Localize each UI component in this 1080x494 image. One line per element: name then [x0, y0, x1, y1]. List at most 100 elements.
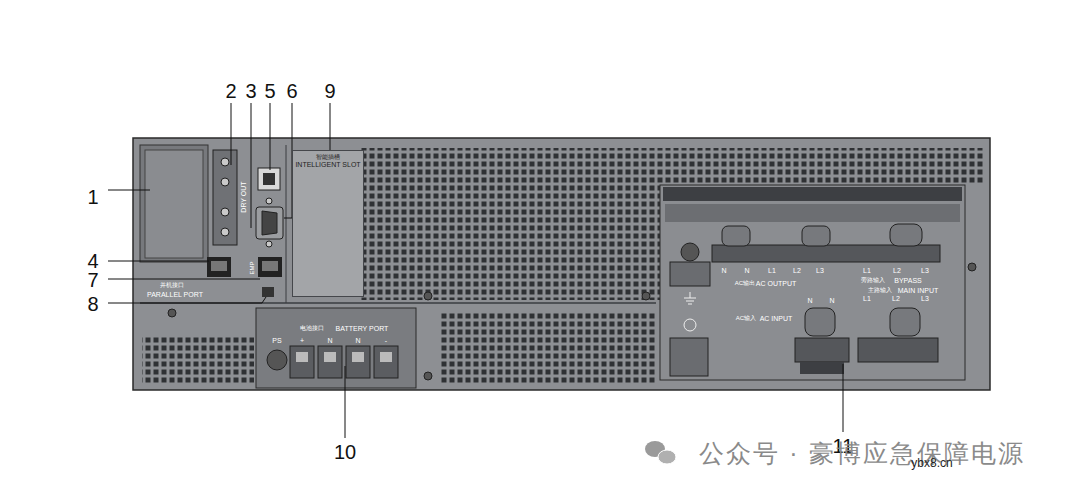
- panel-label: AC输入: [736, 315, 756, 321]
- leader-line: [108, 279, 260, 280]
- battery-terminal: [374, 346, 398, 378]
- leader-line: [270, 103, 271, 170]
- terminal-screw: [221, 178, 229, 186]
- chassis-screw: [424, 292, 432, 300]
- db9-screw: [266, 241, 272, 247]
- terminal-label: L2: [892, 295, 900, 302]
- divider-line: [286, 145, 287, 303]
- terminal-screw: [352, 352, 364, 362]
- ground-terminal: [681, 243, 699, 261]
- ac-panel-plate: [665, 204, 960, 222]
- callout-number: 3: [245, 81, 256, 101]
- panel-label: AC OUTPUT: [756, 280, 796, 287]
- terminal-label: L2: [793, 267, 801, 274]
- port-label: PARALLEL PORT: [147, 291, 203, 298]
- port-label: 并机接口: [160, 282, 184, 288]
- terminal-label: N: [807, 297, 812, 304]
- vent-grid: [142, 335, 254, 385]
- cable-gland: [670, 338, 708, 376]
- ac-panel-bar: [663, 187, 962, 201]
- port-label: DRY OUT: [240, 181, 247, 212]
- terminal-label: PS: [272, 337, 281, 344]
- callout-number: 8: [87, 294, 98, 314]
- callout-number: 1: [87, 187, 98, 207]
- chassis-screw: [424, 372, 432, 380]
- leader-line: [251, 103, 252, 228]
- emp-port: [262, 261, 278, 271]
- slot-cover: 智能插槽INTELLIGENT SLOT: [292, 150, 364, 297]
- small-port: [262, 287, 274, 297]
- cable-gland: [267, 350, 287, 370]
- chassis: [133, 138, 990, 390]
- terminal-label: L3: [921, 295, 929, 302]
- power-module: [140, 145, 208, 262]
- parallel-port: [211, 261, 227, 271]
- slot-label: INTELLIGENT SLOT: [295, 161, 360, 169]
- panel-label: 主路输入: [868, 287, 892, 293]
- terminal-label: L1: [863, 267, 871, 274]
- terminal-label: L3: [816, 267, 824, 274]
- terminal-label: N: [744, 267, 749, 274]
- panel-label: BATTERY PORT: [336, 325, 389, 332]
- panel-label: MAIN INPUT: [898, 287, 938, 294]
- breaker-handle: [722, 226, 750, 246]
- leader-line: [843, 364, 844, 432]
- callout-number: 4: [87, 251, 98, 271]
- callout-number: 7: [87, 270, 98, 290]
- usb-port: [258, 168, 280, 190]
- slot-label: 智能插槽: [316, 154, 340, 161]
- terminal-screw: [380, 352, 392, 362]
- db9-screw: [266, 198, 272, 204]
- dry-contact-block: [213, 150, 237, 245]
- leader-line: [231, 103, 232, 165]
- input-breaker: [800, 362, 844, 374]
- port-label: EMP: [249, 261, 255, 274]
- battery-panel: [256, 308, 416, 388]
- leader-line: [284, 103, 292, 218]
- terminal-screw: [296, 352, 308, 362]
- panel-label: 旁路输入: [861, 277, 885, 283]
- leader-lines: [108, 103, 843, 438]
- terminal-label: L1: [768, 267, 776, 274]
- leader-line: [108, 261, 209, 262]
- terminal-label: N: [327, 337, 332, 344]
- input-breaker: [858, 338, 938, 362]
- battery-terminal: [318, 346, 342, 378]
- db9-port: [256, 207, 283, 239]
- wechat-icon: [658, 450, 676, 464]
- vent-grid: [440, 312, 655, 384]
- leader-line: [108, 190, 150, 191]
- input-breaker: [795, 338, 849, 362]
- terminal-label: L1: [863, 295, 871, 302]
- chassis-screw: [642, 292, 650, 300]
- terminal-label: N: [721, 267, 726, 274]
- panel-label: 电池接口: [300, 325, 324, 331]
- ground-symbol: [684, 319, 696, 331]
- panel-label: AC输出: [735, 280, 755, 286]
- breaker-handle: [802, 226, 830, 246]
- leader-line: [108, 297, 266, 303]
- watermark: ybx8.cn: [911, 457, 952, 469]
- terminal-screw: [221, 208, 229, 216]
- panel-label: BYPASS: [894, 277, 922, 284]
- callout-number: 9: [324, 81, 335, 101]
- emp-port: [258, 257, 282, 277]
- panel-label: AC INPUT: [760, 315, 793, 322]
- terminal-label: -: [385, 337, 387, 344]
- vent-grid: [660, 148, 985, 184]
- breaker-handle: [890, 308, 920, 336]
- terminal-label: L3: [921, 267, 929, 274]
- terminal-screw: [221, 158, 229, 166]
- battery-terminal: [346, 346, 370, 378]
- terminal-row: [712, 245, 940, 262]
- leader-line: [345, 366, 346, 438]
- callout-number: 5: [264, 81, 275, 101]
- watermark: 公众号 · 豪博应急保障电源: [699, 441, 1024, 466]
- terminal-label: N: [355, 337, 360, 344]
- ac-panel: [660, 185, 965, 380]
- chassis-screw: [968, 263, 976, 271]
- callout-number: 6: [286, 81, 297, 101]
- battery-terminal: [290, 346, 314, 378]
